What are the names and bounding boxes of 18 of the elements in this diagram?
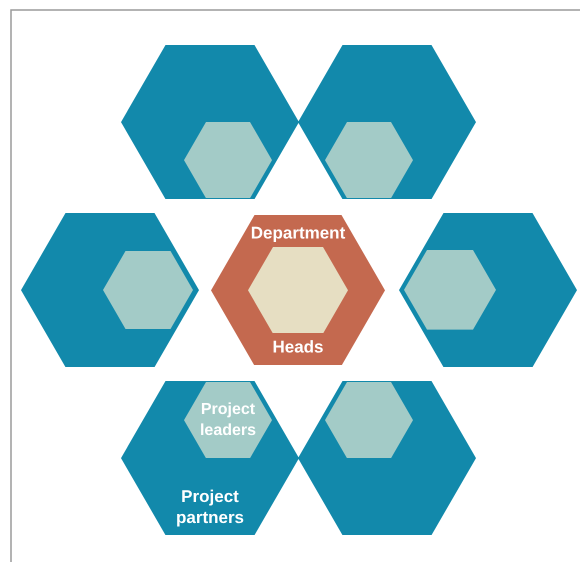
hexagon-shape — [184, 382, 272, 458]
hexagon-shape — [121, 44, 299, 200]
hexagon-shape — [121, 380, 299, 536]
hexagon-shape — [21, 212, 199, 368]
hexagon-shape — [248, 246, 348, 334]
node-label: Department — [250, 222, 346, 244]
hexagon-shape — [325, 382, 413, 458]
hexagon-shape — [103, 251, 193, 329]
hexagon-shape — [399, 212, 577, 368]
hexagon-shape — [298, 380, 476, 536]
hexagon-shape — [298, 44, 476, 200]
node-label: Heads — [272, 336, 324, 358]
hexagon-shape — [325, 122, 413, 198]
node-label: Project leaders — [198, 400, 258, 441]
hexagon-shape — [404, 250, 496, 330]
hexagon-shape — [211, 214, 385, 366]
node-label: Project partners — [174, 486, 246, 528]
hexagon-shape — [184, 122, 272, 198]
